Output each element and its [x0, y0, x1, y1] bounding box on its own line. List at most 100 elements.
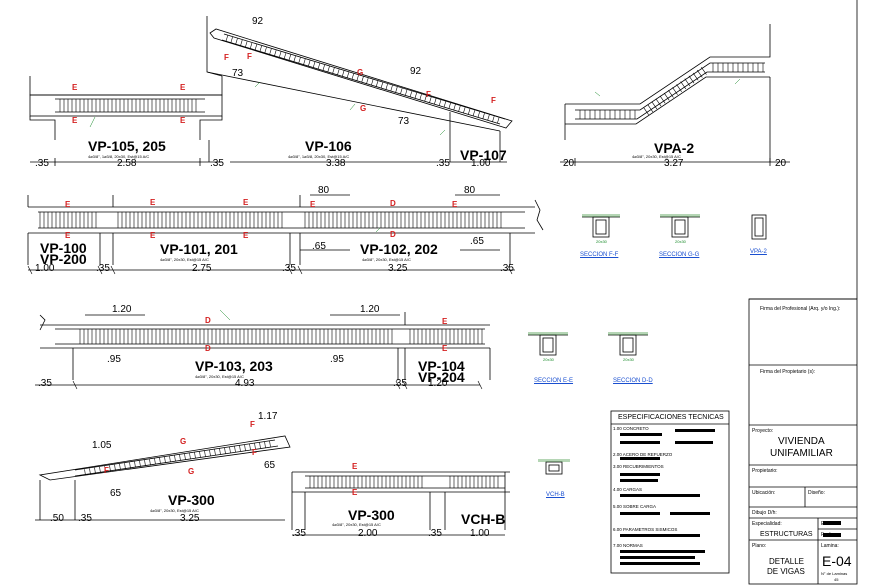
stirrup: [149, 459, 151, 466]
stirrup: [341, 70, 345, 77]
stirrup: [308, 60, 311, 67]
stirrup: [663, 92, 670, 101]
stirrup: [288, 54, 291, 61]
spec-vp103: 4ø3/8", 20x30, Est@15 A/C: [195, 374, 244, 379]
stirrup: [254, 44, 258, 51]
spec-item: 6.00 PARAMETROS SISMICOS: [613, 527, 678, 532]
tb-lamina-sub: N° de Laminas: [821, 571, 848, 576]
stirrup: [692, 72, 699, 81]
section-dim: 20x30: [596, 239, 607, 244]
stirrup: [298, 57, 301, 64]
spec-vp101: 4ø3/8", 20x30, Est@15 A/C: [160, 257, 209, 262]
beam-vp103: [35, 312, 491, 386]
dim-200: 2.00: [358, 528, 378, 539]
stirrup: [477, 111, 480, 118]
tb-proyecto-line2: UNIFAMILIAR: [770, 448, 833, 459]
dim-325: 3.25: [180, 513, 200, 524]
title-vp101: VP-101, 201: [160, 241, 238, 257]
beam-vp101-102: [27, 194, 544, 271]
stirrup: [269, 48, 272, 55]
section-dd-label: SECCION D-D: [613, 378, 653, 384]
mark-e: E: [65, 200, 71, 209]
section-vchb-label: VCH-B: [546, 492, 565, 498]
dim-35: .35: [500, 263, 514, 274]
dim-92: 92: [252, 16, 264, 27]
stirrup: [124, 463, 126, 470]
stirrup: [269, 440, 271, 447]
tb-plano-line2: DE VIGAS: [767, 567, 805, 576]
beam-vp106: [206, 16, 513, 163]
tb-ubicacion: Ubicación:: [752, 490, 776, 496]
stirrup: [351, 73, 354, 80]
title-vp200: VP-200: [40, 251, 87, 267]
stirrup: [89, 468, 91, 475]
stirrup: [487, 114, 490, 121]
stirrup: [337, 69, 340, 76]
spec-vp300b: 4ø3/8", 20x30, Est@15 A/C: [332, 522, 381, 527]
section-dim: 20x30: [623, 357, 634, 362]
stirrup: [676, 84, 682, 92]
stirrup: [214, 449, 216, 456]
stirrups-vp300b: [309, 476, 499, 488]
stirrup: [438, 99, 442, 106]
spec-vp105: 4ø3/8", 1ø3/8, 20x30, Est@15 A/C: [88, 154, 150, 159]
mark-d: D: [390, 230, 396, 239]
dim-327: 3.27: [664, 158, 684, 169]
stirrup: [230, 36, 233, 43]
dim-65: .65: [312, 241, 326, 252]
dim-120: 1.20: [360, 304, 380, 315]
stirrup: [119, 463, 121, 470]
stirrup: [278, 51, 282, 58]
stirrup: [434, 98, 437, 105]
tb-plano-label: Plano:: [752, 543, 767, 549]
spec-item: 4.00 CARGAS: [613, 487, 643, 492]
stirrup: [361, 76, 364, 83]
dim-95: .95: [330, 354, 344, 365]
spec-item: 1.00 CONCRETO: [613, 426, 649, 431]
dim-35: .35: [38, 378, 52, 389]
stirrup: [371, 79, 374, 86]
tb-especialidad: Especialidad:: [752, 521, 782, 527]
stirrup: [164, 456, 166, 463]
title-vp106: VP-106: [305, 138, 352, 154]
stirrup: [647, 104, 654, 113]
section-ee-label: SECCION E-E: [534, 378, 574, 384]
stirrup: [356, 75, 359, 81]
spec-item: 7.00 NORMAS: [613, 543, 643, 548]
dim-493: 4.93: [235, 378, 255, 389]
stirrup: [424, 95, 427, 102]
dim-65: .65: [470, 236, 484, 247]
stirrup: [463, 107, 466, 114]
mark-g: G: [180, 437, 187, 446]
tb-lamina-num: 45: [834, 577, 839, 582]
dim-35: .35: [393, 378, 407, 389]
stirrup: [259, 442, 261, 449]
section-gg-label: SECCION G-G: [659, 252, 700, 258]
stirrup: [419, 94, 422, 101]
stirrup: [375, 80, 379, 87]
mark-e: E: [452, 200, 458, 209]
stirrup: [659, 95, 666, 104]
dim-275: 2.75: [192, 263, 212, 274]
stirrup: [366, 78, 369, 84]
stirrup: [322, 64, 325, 71]
dim-73: 73: [398, 116, 410, 127]
specs-title: ESPECIFICACIONES TECNICAS: [618, 414, 724, 421]
dim-65: 65: [110, 488, 122, 499]
mark-e: E: [243, 198, 249, 207]
beam-vp300b: [291, 471, 510, 536]
stirrup: [264, 441, 266, 448]
dim-92: 92: [410, 66, 422, 77]
beam-vp300a: [35, 435, 291, 521]
mark-e: E: [310, 200, 316, 209]
stirrup: [249, 42, 253, 49]
stirrup: [245, 41, 248, 48]
dim-35: .35: [436, 158, 450, 169]
tb-disenio: Diseño:: [808, 490, 825, 496]
section-vpa2-label: VPA-2: [750, 249, 767, 255]
stirrup: [680, 81, 687, 90]
dim-80: 80: [318, 185, 330, 196]
title-vp103: VP-103, 203: [195, 358, 273, 374]
specs-redacted-bars: [620, 429, 841, 565]
